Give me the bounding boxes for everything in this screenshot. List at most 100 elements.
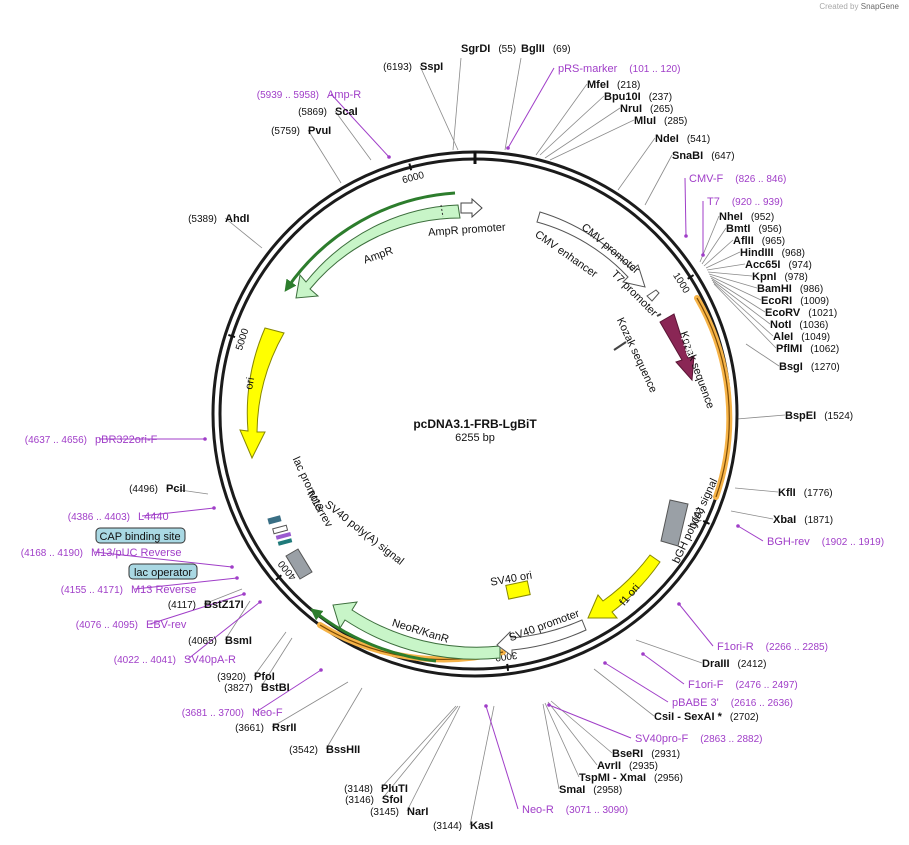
primer-site: M13 Reverse(4155 .. 4171) [61, 584, 197, 596]
enzyme-position: (2935) [629, 761, 658, 772]
f1-ori-arrow [587, 554, 661, 619]
primer-site: M13/pUC Reverse(4168 .. 4190) [21, 547, 182, 559]
ring-tick-5000 [228, 334, 236, 339]
primer-range: (920 .. 939) [732, 197, 783, 208]
enzyme-site: AflII(965) [733, 235, 785, 247]
enzyme-position: (974) [788, 260, 811, 271]
primer-site: CMV-F(826 .. 846) [689, 173, 786, 185]
tick-label: 6000 [401, 170, 426, 186]
enzyme-name: BsmI [225, 635, 252, 647]
primer-site-mark [258, 600, 262, 604]
lac-operator-box [128, 563, 198, 580]
cap-binding-site-box [95, 527, 186, 544]
enzyme-site: BsgI(1270) [779, 361, 840, 373]
enzyme-position: (978) [784, 272, 807, 283]
enzyme-site: PciI(4496) [129, 483, 185, 495]
plasmid-name: pcDNA3.1-FRB-LgBiT [413, 417, 537, 431]
primer-name: BGH-rev [767, 536, 810, 548]
primer-range: (3681 .. 3700) [182, 708, 244, 719]
enzyme-position: (1062) [810, 344, 839, 355]
lac-operator-mark [277, 538, 293, 546]
primer-range: (2616 .. 2636) [731, 698, 793, 709]
primer-name: L4440 [138, 511, 169, 523]
enzyme-position: (5869) [298, 107, 327, 118]
enzyme-name: ScaI [335, 106, 358, 118]
primer-name: M13 Reverse [131, 584, 196, 596]
enzyme-leader [271, 681, 349, 728]
ampr-arrow [295, 204, 461, 299]
primer-site-mark [319, 668, 323, 672]
enzyme-name: BstBI [261, 682, 290, 694]
enzyme-site: NotI(1036) [770, 319, 828, 331]
enzyme-position: (5389) [188, 214, 217, 225]
enzyme-site: BamHI(986) [757, 283, 823, 295]
primer-range: (2476 .. 2497) [735, 680, 797, 691]
primer-name: pBABE 3' [672, 697, 719, 709]
ring-tick-2000 [702, 520, 710, 525]
enzyme-name: Acc65I [745, 259, 780, 271]
enzyme-site: NruI(265) [620, 103, 673, 115]
enzyme-site: SmaI(2958) [559, 784, 622, 796]
enzyme-leader [730, 510, 774, 520]
enzyme-leader [710, 277, 766, 313]
enzyme-name: EcoRI [761, 295, 792, 307]
enzyme-site: SspI(6193) [383, 61, 443, 73]
enzyme-position: (952) [751, 212, 774, 223]
enzyme-site: MfeI(218) [587, 79, 640, 91]
enzyme-position: (55) [498, 44, 516, 55]
enzyme-name: RsrII [272, 722, 296, 734]
enzyme-site: SnaBI(647) [672, 150, 735, 162]
enzyme-name: BamHI [757, 283, 792, 295]
enzyme-name: KasI [470, 820, 493, 832]
enzyme-leader [165, 487, 209, 495]
enzyme-position: (1009) [800, 296, 829, 307]
enzyme-site: KasI(3144) [433, 820, 493, 832]
primer-site-mark [641, 652, 645, 656]
enzyme-leader [713, 283, 777, 349]
enzyme-position: (4117) [168, 600, 196, 611]
primer-range: (826 .. 846) [735, 174, 786, 185]
enzyme-leader [635, 639, 703, 664]
enzyme-leader [712, 281, 774, 337]
primer-name: Neo-R [522, 804, 554, 816]
enzyme-position: (1036) [799, 320, 828, 331]
enzyme-name: AvrII [597, 760, 621, 772]
enzyme-position: (2956) [654, 773, 683, 784]
enzyme-site: XbaI(1871) [773, 514, 833, 526]
enzyme-leader [734, 487, 779, 493]
enzyme-site: PfoI(3920) [217, 671, 275, 683]
primer-site: pBABE 3' (2616 .. 2636) [672, 697, 793, 709]
enzyme-leader [544, 702, 580, 778]
primer-site: Amp-R(5939 .. 5958) [257, 89, 362, 101]
feature-label-ampr: AmpR [362, 245, 395, 267]
enzyme-position: (3920) [217, 672, 246, 683]
primer-leader [507, 67, 555, 149]
primer-leader [187, 601, 261, 660]
primer-leader [737, 525, 764, 542]
primer-name: F1ori-F [688, 679, 724, 691]
enzyme-position: (2412) [738, 659, 767, 670]
enzyme-name: MluI [634, 115, 656, 127]
enzyme-site: AvrII (2935) [597, 760, 658, 772]
primer-leader [684, 177, 687, 237]
enzyme-position: (5759) [271, 126, 300, 137]
enzyme-leader [644, 154, 673, 206]
primer-name: pBR322ori-F [95, 434, 158, 446]
primer-site: L4440 (4386 .. 4403) [68, 511, 169, 523]
primer-range: (4386 .. 4403) [68, 512, 130, 523]
enzyme-leader [224, 600, 251, 641]
enzyme-leader [419, 65, 459, 151]
primer-site: SV40pA-R(4022 .. 4041) [114, 654, 236, 666]
enzyme-leader [549, 119, 635, 161]
enzyme-labels: SgrDI(55)BglII(69)SspI(6193)ScaI(5869)Pv… [129, 43, 853, 832]
enzyme-site: SgrDI(55) [461, 43, 516, 55]
enzyme-position: (265) [650, 104, 673, 115]
primer-name: T7 [707, 196, 720, 208]
enzyme-name: BsgI [779, 361, 803, 373]
primer-site: T7 (920 .. 939) [707, 196, 783, 208]
enzyme-leader [544, 107, 621, 159]
enzyme-position: (647) [711, 151, 734, 162]
enzyme-name: AflII [733, 235, 754, 247]
primer-name: M13/pUC Reverse [91, 547, 181, 559]
enzyme-site: BssHII(3542) [289, 744, 360, 756]
